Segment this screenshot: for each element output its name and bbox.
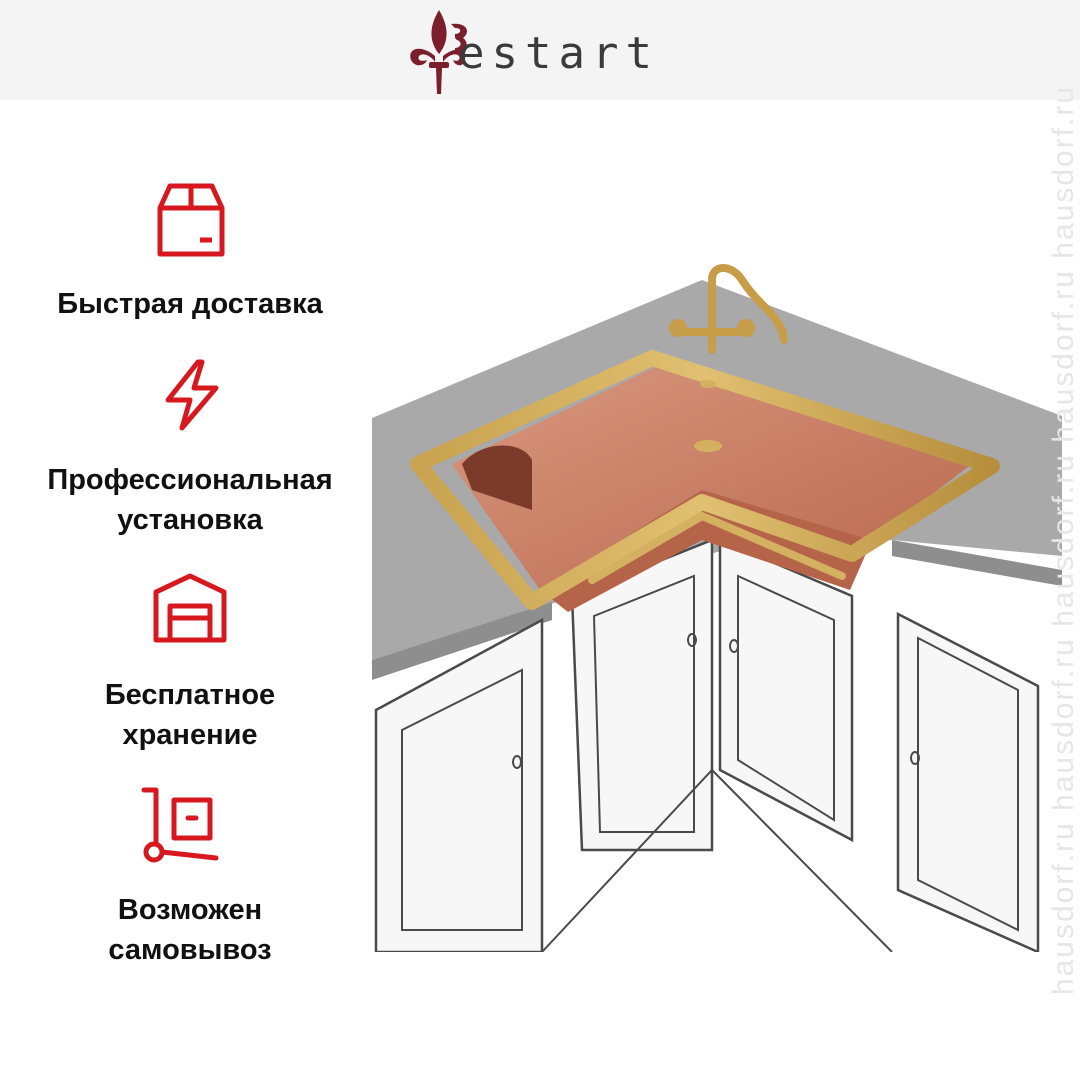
feature-label: установка [117, 504, 263, 536]
feature-installation: Профессиональная установка [20, 460, 360, 540]
feature-label: Профессиональная [47, 464, 333, 496]
watermark: hausdorf.ru hausdorf.ru hausdorf.ru haus… [1047, 84, 1080, 996]
header: estart [0, 0, 1080, 100]
fleur-de-lis-logo-icon [410, 10, 467, 94]
feature-label: самовывоз [108, 934, 272, 966]
logo-text: estart [458, 28, 659, 79]
feature-fast-delivery: Быстрая доставка [20, 284, 360, 324]
warehouse-icon [153, 573, 227, 643]
corner-sink-product-image [372, 264, 1062, 952]
hand-truck-icon [141, 787, 219, 863]
feature-label: хранение [122, 719, 258, 751]
feature-storage: Бесплатное хранение [20, 675, 360, 755]
feature-label: Бесплатное [104, 679, 276, 711]
feature-label: Возможен [117, 894, 263, 926]
feature-label: Быстрая доставка [57, 288, 323, 320]
box-icon [157, 183, 225, 257]
feature-pickup: Возможен самовывоз [20, 890, 360, 970]
lightning-icon [165, 359, 219, 431]
